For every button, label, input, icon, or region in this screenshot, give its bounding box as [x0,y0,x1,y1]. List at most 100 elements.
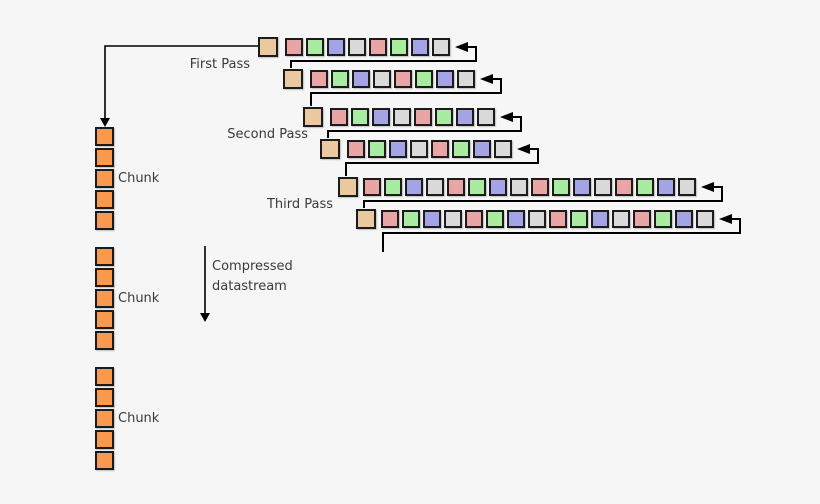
chunk-square [95,289,114,308]
data-square-red [394,70,412,88]
data-square-green [402,210,420,228]
chunk-square [95,409,114,428]
data-square-green [552,178,570,196]
chunk-square [95,247,114,266]
data-square-gray [444,210,462,228]
pass-to-chunk-connector [104,45,258,120]
leader-square [338,177,358,197]
chunk-square [95,310,114,329]
data-square-red [414,108,432,126]
data-square-red [633,210,651,228]
data-square-gray [612,210,630,228]
data-square-blue [573,178,591,196]
row-wrap-connector [310,78,502,106]
data-square-red [285,38,303,56]
data-square-green [570,210,588,228]
data-square-blue [436,70,454,88]
chunk-square [95,268,114,287]
data-square-blue [411,38,429,56]
data-square-green [351,108,369,126]
leader-square [303,107,323,127]
datastream-label-line2: datastream [212,279,287,294]
data-square-green [435,108,453,126]
label-chunk-2: Chunk [118,291,160,306]
data-square-red [465,210,483,228]
data-square-blue [591,210,609,228]
arrow-left-icon [701,182,714,192]
leader-square [283,69,303,89]
data-square-green [384,178,402,196]
arrow-left-icon [719,214,732,224]
data-square-gray [393,108,411,126]
data-square-blue [327,38,345,56]
data-square-gray [494,140,512,158]
chunk-square [95,148,114,167]
row-wrap-connector [327,116,522,138]
arrow-down-icon [100,118,110,127]
data-square-red [549,210,567,228]
data-square-red [369,38,387,56]
chunk-square [95,451,114,470]
data-square-red [531,178,549,196]
data-square-gray [426,178,444,196]
chunk-square [95,331,114,350]
chunk-square [95,388,114,407]
data-square-blue [352,70,370,88]
data-square-gray [528,210,546,228]
chunk-square [95,190,114,209]
label-third-pass: Third Pass [266,197,333,212]
leader-square [356,209,376,229]
data-square-green [306,38,324,56]
data-square-blue [456,108,474,126]
data-square-red [381,210,399,228]
leader-square [320,139,340,159]
data-square-green [331,70,349,88]
label-chunk-1: Chunk [118,171,160,186]
data-square-red [363,178,381,196]
data-square-blue [423,210,441,228]
data-square-blue [473,140,491,158]
label-compressed-datastream: Compressed datastream [212,257,293,297]
data-square-gray [410,140,428,158]
leader-square [258,37,278,57]
data-square-red [447,178,465,196]
data-square-gray [457,70,475,88]
data-square-gray [373,70,391,88]
data-square-blue [507,210,525,228]
data-square-blue [489,178,507,196]
chunk-square [95,430,114,449]
data-square-gray [432,38,450,56]
chunk-square [95,169,114,188]
data-square-green [390,38,408,56]
data-square-red [431,140,449,158]
arrow-left-icon [480,74,493,84]
data-square-red [330,108,348,126]
label-first-pass: First Pass [189,57,250,72]
chunk-square [95,127,114,146]
data-square-blue [389,140,407,158]
row-wrap-connector [290,46,477,68]
data-square-blue [405,178,423,196]
data-square-green [636,178,654,196]
data-square-green [452,140,470,158]
chunk-square [95,367,114,386]
data-square-gray [678,178,696,196]
data-square-gray [477,108,495,126]
arrow-left-icon [455,42,468,52]
data-square-red [310,70,328,88]
row-wrap-connector [345,148,539,176]
row-wrap-connector [382,218,741,252]
data-square-green [368,140,386,158]
data-square-gray [348,38,366,56]
data-square-red [615,178,633,196]
data-square-gray [510,178,528,196]
label-second-pass: Second Pass [227,127,308,142]
data-square-red [347,140,365,158]
data-square-green [415,70,433,88]
data-square-blue [675,210,693,228]
chunk-square [95,211,114,230]
data-square-blue [657,178,675,196]
data-square-gray [594,178,612,196]
